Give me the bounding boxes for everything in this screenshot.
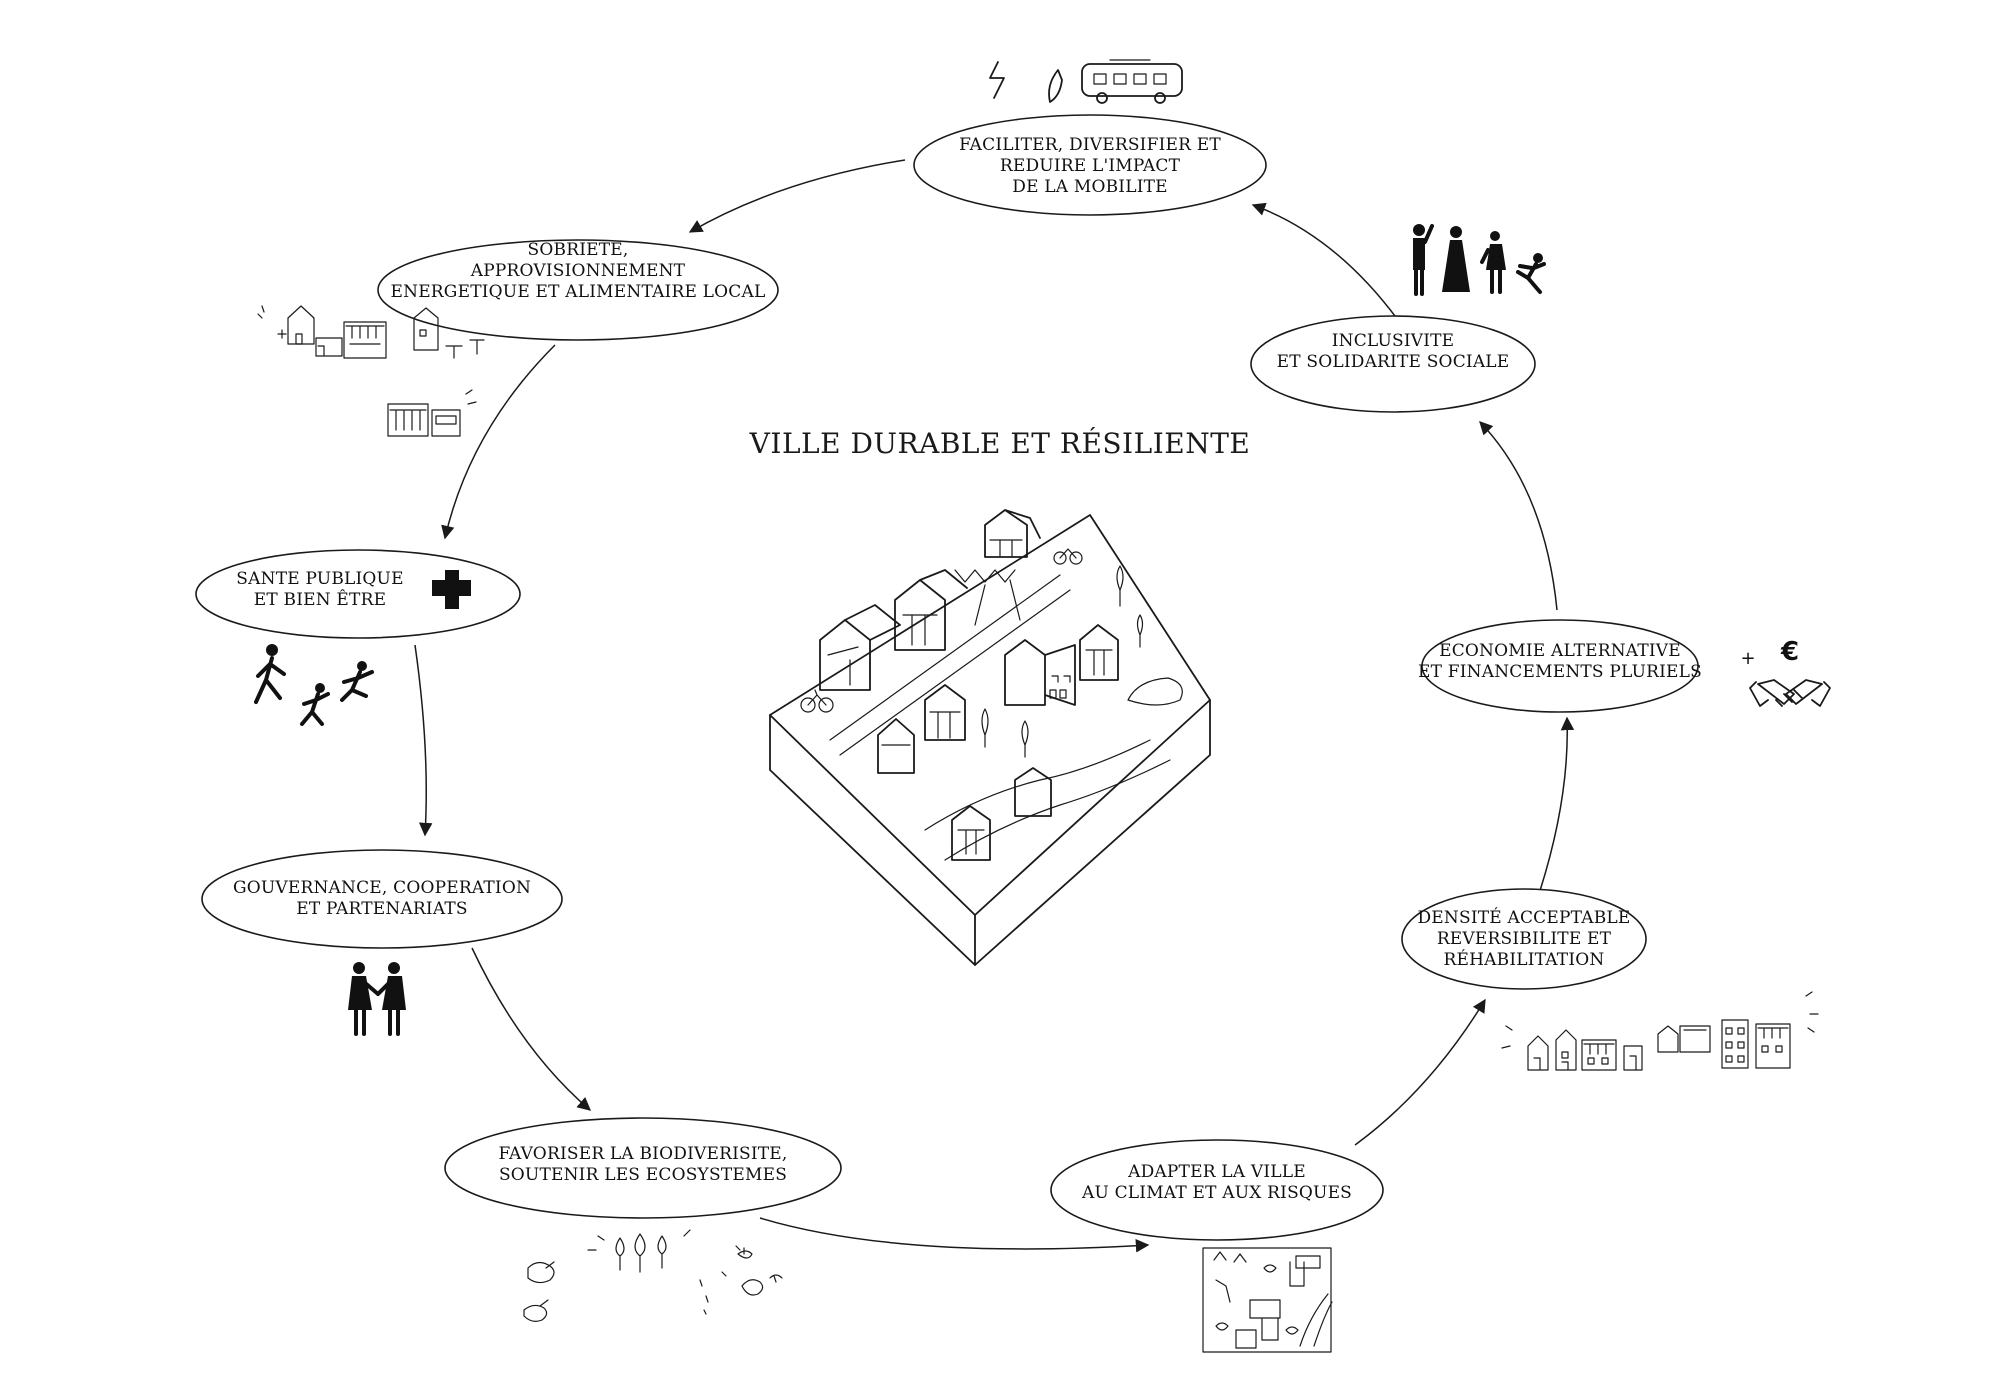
birds-trees-sketch-icon bbox=[523, 1229, 783, 1322]
node-economie-line-1: ECONOMIE ALTERNATIVE bbox=[1439, 641, 1681, 661]
node-climat-line-1: ADAPTER LA VILLE bbox=[1127, 1162, 1306, 1182]
node-biodiversite-line-2: SOUTENIR LES ECOSYSTEMES bbox=[499, 1165, 787, 1185]
node-climat-line-2: AU CLIMAT ET AUX RISQUES bbox=[1081, 1183, 1352, 1203]
node-climat: ADAPTER LA VILLE AU CLIMAT ET AUX RISQUE… bbox=[1050, 1139, 1384, 1241]
node-sante-ellipse bbox=[195, 549, 521, 639]
node-inclusivite-line-2: ET SOLIDARITE SOCIALE bbox=[1277, 352, 1510, 372]
arrow-mobilite-to-sobriete bbox=[688, 159, 906, 233]
node-gouvernance-line-2: ET PARTENARIATS bbox=[296, 899, 468, 919]
diverse-people-icon bbox=[1413, 224, 1546, 296]
plus-symbol: + bbox=[1740, 648, 1755, 669]
node-gouvernance-line-1: GOUVERNANCE, COOPERATION bbox=[233, 878, 531, 898]
node-mobilite-ellipse bbox=[913, 114, 1267, 216]
diagram-title: VILLE DURABLE ET RÉSILIENTE bbox=[749, 427, 1251, 460]
buildings-row-sketch-icon bbox=[1501, 991, 1819, 1071]
euro-symbol: € bbox=[1780, 637, 1799, 667]
local-shops-sketch-icon bbox=[257, 305, 485, 437]
handshake-people-icon bbox=[348, 962, 406, 1036]
node-inclusivite-line-1: INCLUSIVITE bbox=[1332, 331, 1455, 351]
node-biodiversite: FAVORISER LA BIODIVERISITE, SOUTENIR LES… bbox=[444, 1117, 842, 1219]
node-mobilite: FACILITER, DIVERSIFIER ET REDUIRE L'IMPA… bbox=[913, 114, 1267, 216]
arrow-inclusivite-to-mobilite bbox=[1251, 202, 1399, 321]
node-biodiversite-line-1: FAVORISER LA BIODIVERISITE, bbox=[498, 1144, 787, 1164]
node-biodiversite-ellipse bbox=[444, 1117, 842, 1219]
node-sante: SANTE PUBLIQUE ET BIEN ÊTRE bbox=[195, 549, 521, 639]
health-cross-icon bbox=[432, 570, 471, 609]
node-inclusivite-ellipse bbox=[1250, 315, 1536, 413]
node-gouvernance-ellipse bbox=[201, 849, 563, 949]
arrow-gouvernance-to-biodiversite bbox=[471, 947, 592, 1111]
node-mobilite-line-3: DE LA MOBILITE bbox=[1012, 177, 1168, 197]
node-sobriete-line-3: ENERGETIQUE ET ALIMENTAIRE LOCAL bbox=[391, 282, 766, 302]
node-gouvernance: GOUVERNANCE, COOPERATION ET PARTENARIATS bbox=[201, 849, 563, 949]
handshake-euro-icon: + € bbox=[1740, 637, 1831, 707]
node-mobilite-line-1: FACILITER, DIVERSIFIER ET bbox=[959, 135, 1221, 155]
arrow-sante-to-gouvernance bbox=[414, 644, 433, 837]
node-mobilite-line-2: REDUIRE L'IMPACT bbox=[1000, 156, 1181, 176]
arrow-economie-to-inclusivite bbox=[1479, 421, 1558, 611]
transport-sketch-icon bbox=[989, 59, 1183, 104]
node-densite-line-1: DENSITÉ ACCEPTABLE bbox=[1417, 907, 1630, 928]
arrow-biodiversite-to-climat bbox=[759, 1217, 1150, 1253]
node-sante-line-1: SANTE PUBLIQUE bbox=[236, 569, 403, 589]
node-densite-line-3: RÉHABILITATION bbox=[1444, 949, 1605, 970]
node-densite: DENSITÉ ACCEPTABLE REVERSIBILITE ET RÉHA… bbox=[1401, 888, 1647, 990]
node-climat-ellipse bbox=[1050, 1139, 1384, 1241]
arrow-densite-to-economie bbox=[1536, 716, 1575, 901]
aerial-map-sketch-icon bbox=[1202, 1247, 1333, 1353]
arrow-climat-to-densite bbox=[1354, 998, 1486, 1146]
node-sobriete-line-2: APPROVISIONNEMENT bbox=[470, 261, 686, 281]
node-sobriete-line-1: SOBRIETE, bbox=[528, 240, 629, 260]
arrow-sobriete-to-sante bbox=[441, 344, 556, 540]
node-sobriete: SOBRIETE, APPROVISIONNEMENT ENERGETIQUE … bbox=[377, 239, 779, 341]
node-sante-line-2: ET BIEN ÊTRE bbox=[254, 589, 386, 610]
node-inclusivite: INCLUSIVITE ET SOLIDARITE SOCIALE bbox=[1250, 315, 1536, 413]
node-economie-line-2: ET FINANCEMENTS PLURIELS bbox=[1418, 662, 1702, 682]
node-economie: ECONOMIE ALTERNATIVE ET FINANCEMENTS PLU… bbox=[1418, 619, 1702, 713]
cycle-arrows bbox=[414, 159, 1575, 1253]
node-densite-ellipse bbox=[1401, 888, 1647, 990]
isometric-city-block-sketch bbox=[769, 509, 1211, 966]
node-sobriete-ellipse bbox=[377, 239, 779, 341]
running-people-icon bbox=[254, 644, 374, 726]
node-economie-ellipse bbox=[1421, 619, 1699, 713]
node-densite-line-2: REVERSIBILITE ET bbox=[1437, 929, 1612, 949]
